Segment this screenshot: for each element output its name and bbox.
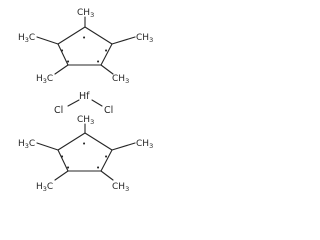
radical-dot: • bbox=[96, 164, 100, 172]
top-cp-labels: CH3 CH3 H3C CH3 H3C • • • • • bbox=[18, 8, 153, 85]
methyl-bond bbox=[100, 64, 114, 75]
radical-dot: • bbox=[66, 58, 70, 66]
bond bbox=[57, 132, 86, 151]
methyl-label: CH3 bbox=[112, 74, 129, 85]
methyl-bond bbox=[100, 170, 114, 181]
radical-dot: • bbox=[96, 58, 100, 66]
hf-cl-bond bbox=[91, 99, 103, 107]
radical-dot: • bbox=[104, 47, 108, 55]
radical-dot: • bbox=[66, 164, 70, 172]
methyl-label: CH3 bbox=[77, 8, 94, 19]
bond bbox=[57, 43, 69, 66]
hafnium-center: Hf Cl Cl bbox=[54, 91, 113, 116]
bond bbox=[57, 149, 69, 172]
methyl-label: H3C bbox=[18, 33, 35, 44]
bottom-cp-ring bbox=[36, 123, 136, 181]
bond bbox=[100, 149, 113, 172]
methyl-label: CH3 bbox=[112, 182, 129, 193]
radical-dot: • bbox=[82, 140, 86, 148]
methyl-label: CH3 bbox=[136, 139, 153, 150]
methyl-bond bbox=[36, 36, 59, 45]
radical-dot: • bbox=[82, 34, 86, 42]
methyl-bond bbox=[54, 170, 69, 181]
methyl-bond bbox=[36, 142, 59, 151]
methyl-bond bbox=[111, 36, 136, 45]
hafnium-label: Hf bbox=[79, 91, 90, 102]
structure-drawing: CH3 CH3 H3C CH3 H3C • • • • • Hf Cl Cl C… bbox=[0, 0, 170, 199]
top-cp-ring bbox=[36, 16, 136, 75]
chloride-label: Cl bbox=[54, 105, 63, 116]
methyl-label: H3C bbox=[36, 74, 53, 85]
radical-dot: • bbox=[60, 153, 64, 161]
bond bbox=[100, 43, 113, 66]
bond bbox=[57, 26, 86, 45]
bond bbox=[84, 26, 113, 45]
hf-cl-bond bbox=[67, 99, 80, 107]
methyl-bond bbox=[54, 64, 69, 75]
molecule-svg: CH3 CH3 H3C CH3 H3C • • • • • Hf Cl Cl C… bbox=[18, 8, 153, 193]
radical-dot: • bbox=[104, 153, 108, 161]
methyl-label: H3C bbox=[36, 182, 53, 193]
methyl-bond bbox=[111, 142, 136, 151]
methyl-label: H3C bbox=[18, 139, 35, 150]
methyl-label: CH3 bbox=[77, 115, 94, 126]
methyl-label: CH3 bbox=[136, 33, 153, 44]
chloride-label: Cl bbox=[104, 105, 113, 116]
bond bbox=[84, 132, 113, 151]
radical-dot: • bbox=[60, 47, 64, 55]
bottom-cp-labels: CH3 CH3 H3C CH3 H3C • • • • • bbox=[18, 115, 153, 193]
